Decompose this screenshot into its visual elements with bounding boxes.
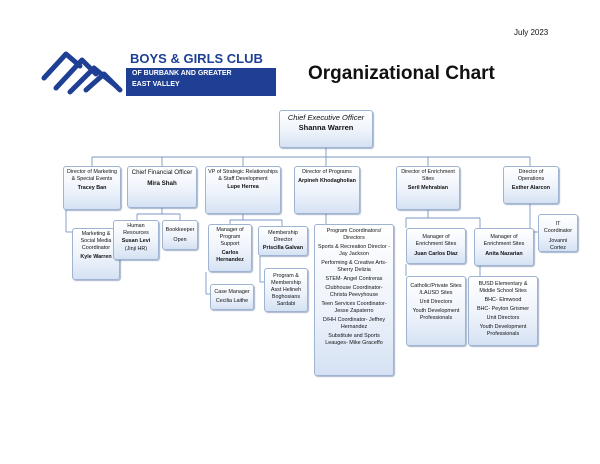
coordinator-line: STEM- Angel Contreras [325,276,383,283]
date-label: July 2023 [514,28,549,37]
site-line: BHC- Elmwood [484,297,522,304]
program-membership-box: Program & Membership Asst Helineh Boghos… [264,268,308,312]
role-title: Marketing & Social Media Coordinator [80,231,112,252]
coordinator-line: Program Coordinators/ Directors [326,228,382,242]
director-programs-box: Director of Programs Arpineh Khodagholia… [294,166,360,214]
ceo-title: Chief Executive Officer [287,113,365,122]
director-name: Lupe Herrea [227,184,259,191]
director-operations-box: Director of Operations Esther Alarcon [503,166,559,204]
site-line: BUSD Elementary & Middle School Sites [478,281,528,295]
ceo-box: Chief Executive Officer Shanna Warren [279,110,373,148]
director-enrichment-box: Director of Enrichment Sites Seril Mehra… [396,166,460,210]
role-title: Human Resources [123,223,149,237]
director-name: Esther Alarcon [511,185,551,192]
director-name: Mira Shah [147,180,177,188]
bookkeeper-box: Bookkeeper Open [162,220,198,250]
club-logo [41,51,123,95]
site-line: Catholic/Private Sites /LAUSD Sites [410,283,462,297]
case-manager-box: Case Manager Cecilia Laithe [210,284,254,310]
director-title: Director of Programs [302,169,352,175]
director-cfo-box: Chief Financial Officer Mira Shah [127,166,197,208]
site-line: Youth Development Professionals [479,324,527,338]
director-title: Director of Operations [517,169,545,183]
role-name: Juan Carlos Diaz [414,251,458,258]
role-name: Carlos Hernandez [216,250,244,264]
brand-subline-2: EAST VALLEY [132,81,180,88]
brand-subline-1: OF BURBANK AND GREATER [132,70,232,77]
sites-2-box: BUSD Elementary & Middle School Sites BH… [468,276,538,346]
enrichment-manager-1-box: Manager of Enrichment Sites Juan Carlos … [406,228,466,264]
role-sub: (Jinji HR) [124,246,148,253]
role-title: Membership Director [268,230,298,244]
role-name: Susan Levi [121,238,151,245]
site-line: BHC- Peyton Grismer [476,306,530,313]
page-title: Organizational Chart [308,63,495,84]
coordinator-line: Performing & Creative Arts- Sherry Deliz… [321,260,387,274]
director-title: Chief Financial Officer [131,169,193,176]
brand-name: BOYS & GIRLS CLUB [130,51,263,66]
coordinator-line: Substitute and Sports Leauges- Mike Grac… [325,333,383,347]
role-sub: Open [173,237,187,244]
program-support-manager-box: Manager of Program Support Carlos Hernan… [208,224,252,272]
enrichment-manager-2-box: Manager of Enrichment Sites Anita Nazari… [474,228,534,266]
role-title: Bookkeeper [165,227,195,233]
director-title: VP of Strategic Relationships & Staff De… [208,169,278,183]
role-title: IT Coordinator [543,221,573,235]
director-title: Director of Marketing & Special Events [66,169,118,183]
site-line: Youth Development Professionals [412,308,460,322]
role-sub: Jovanni Cortez [548,238,568,252]
director-name: Tracey Ban [77,185,107,192]
human-resources-box: Human Resources Susan Levi (Jinji HR) [113,220,159,260]
director-name: Arpineh Khodagholian [298,178,356,185]
site-line: Unit Directors [486,315,520,322]
director-title: Director of Enrichment Sites [401,169,455,183]
role-sub: Cecilia Laithe [215,298,249,305]
it-coordinator-box: IT Coordinator Jovanni Cortez [538,214,578,252]
membership-director-box: Membership Director Priscilla Galvan [258,226,308,256]
role-name: Priscilla Galvan [262,245,304,252]
brand-bar [126,68,276,96]
coordinator-line: Teen Services Coordinator-Jesse Zapaterr… [321,301,387,315]
sites-1-box: Catholic/Private Sites /LAUSD Sites Unit… [406,276,466,346]
coordinator-line: Clubhouse Coordinator- Christa Peevyhous… [325,285,383,299]
role-title: Manager of Enrichment Sites [415,234,457,248]
role-name: Kyle Warren [80,254,112,261]
role-title: Case Manager [214,289,250,295]
director-marketing-box: Director of Marketing & Special Events T… [63,166,121,210]
director-name: Seril Mehrabian [407,185,449,192]
director-vp-box: VP of Strategic Relationships & Staff De… [205,166,281,214]
ceo-name: Shanna Warren [298,122,354,132]
marketing-coordinator-box: Marketing & Social Media Coordinator Kyl… [72,228,120,280]
role-name: Anita Nazarian [485,251,523,258]
program-coordinators-box: Program Coordinators/ Directors Sports &… [314,224,394,376]
coordinator-line: Sports & Recreation Director - Jay Jacks… [318,244,390,258]
coordinator-line: D/HH Coordinator- Jeffrey Hernandez [322,317,386,331]
role-title: Program & Membership Asst Helineh Boghos… [270,273,302,308]
role-title: Manager of Program Support [216,227,244,248]
role-title: Manager of Enrichment Sites [483,234,525,248]
site-line: Unit Directors [419,299,453,306]
